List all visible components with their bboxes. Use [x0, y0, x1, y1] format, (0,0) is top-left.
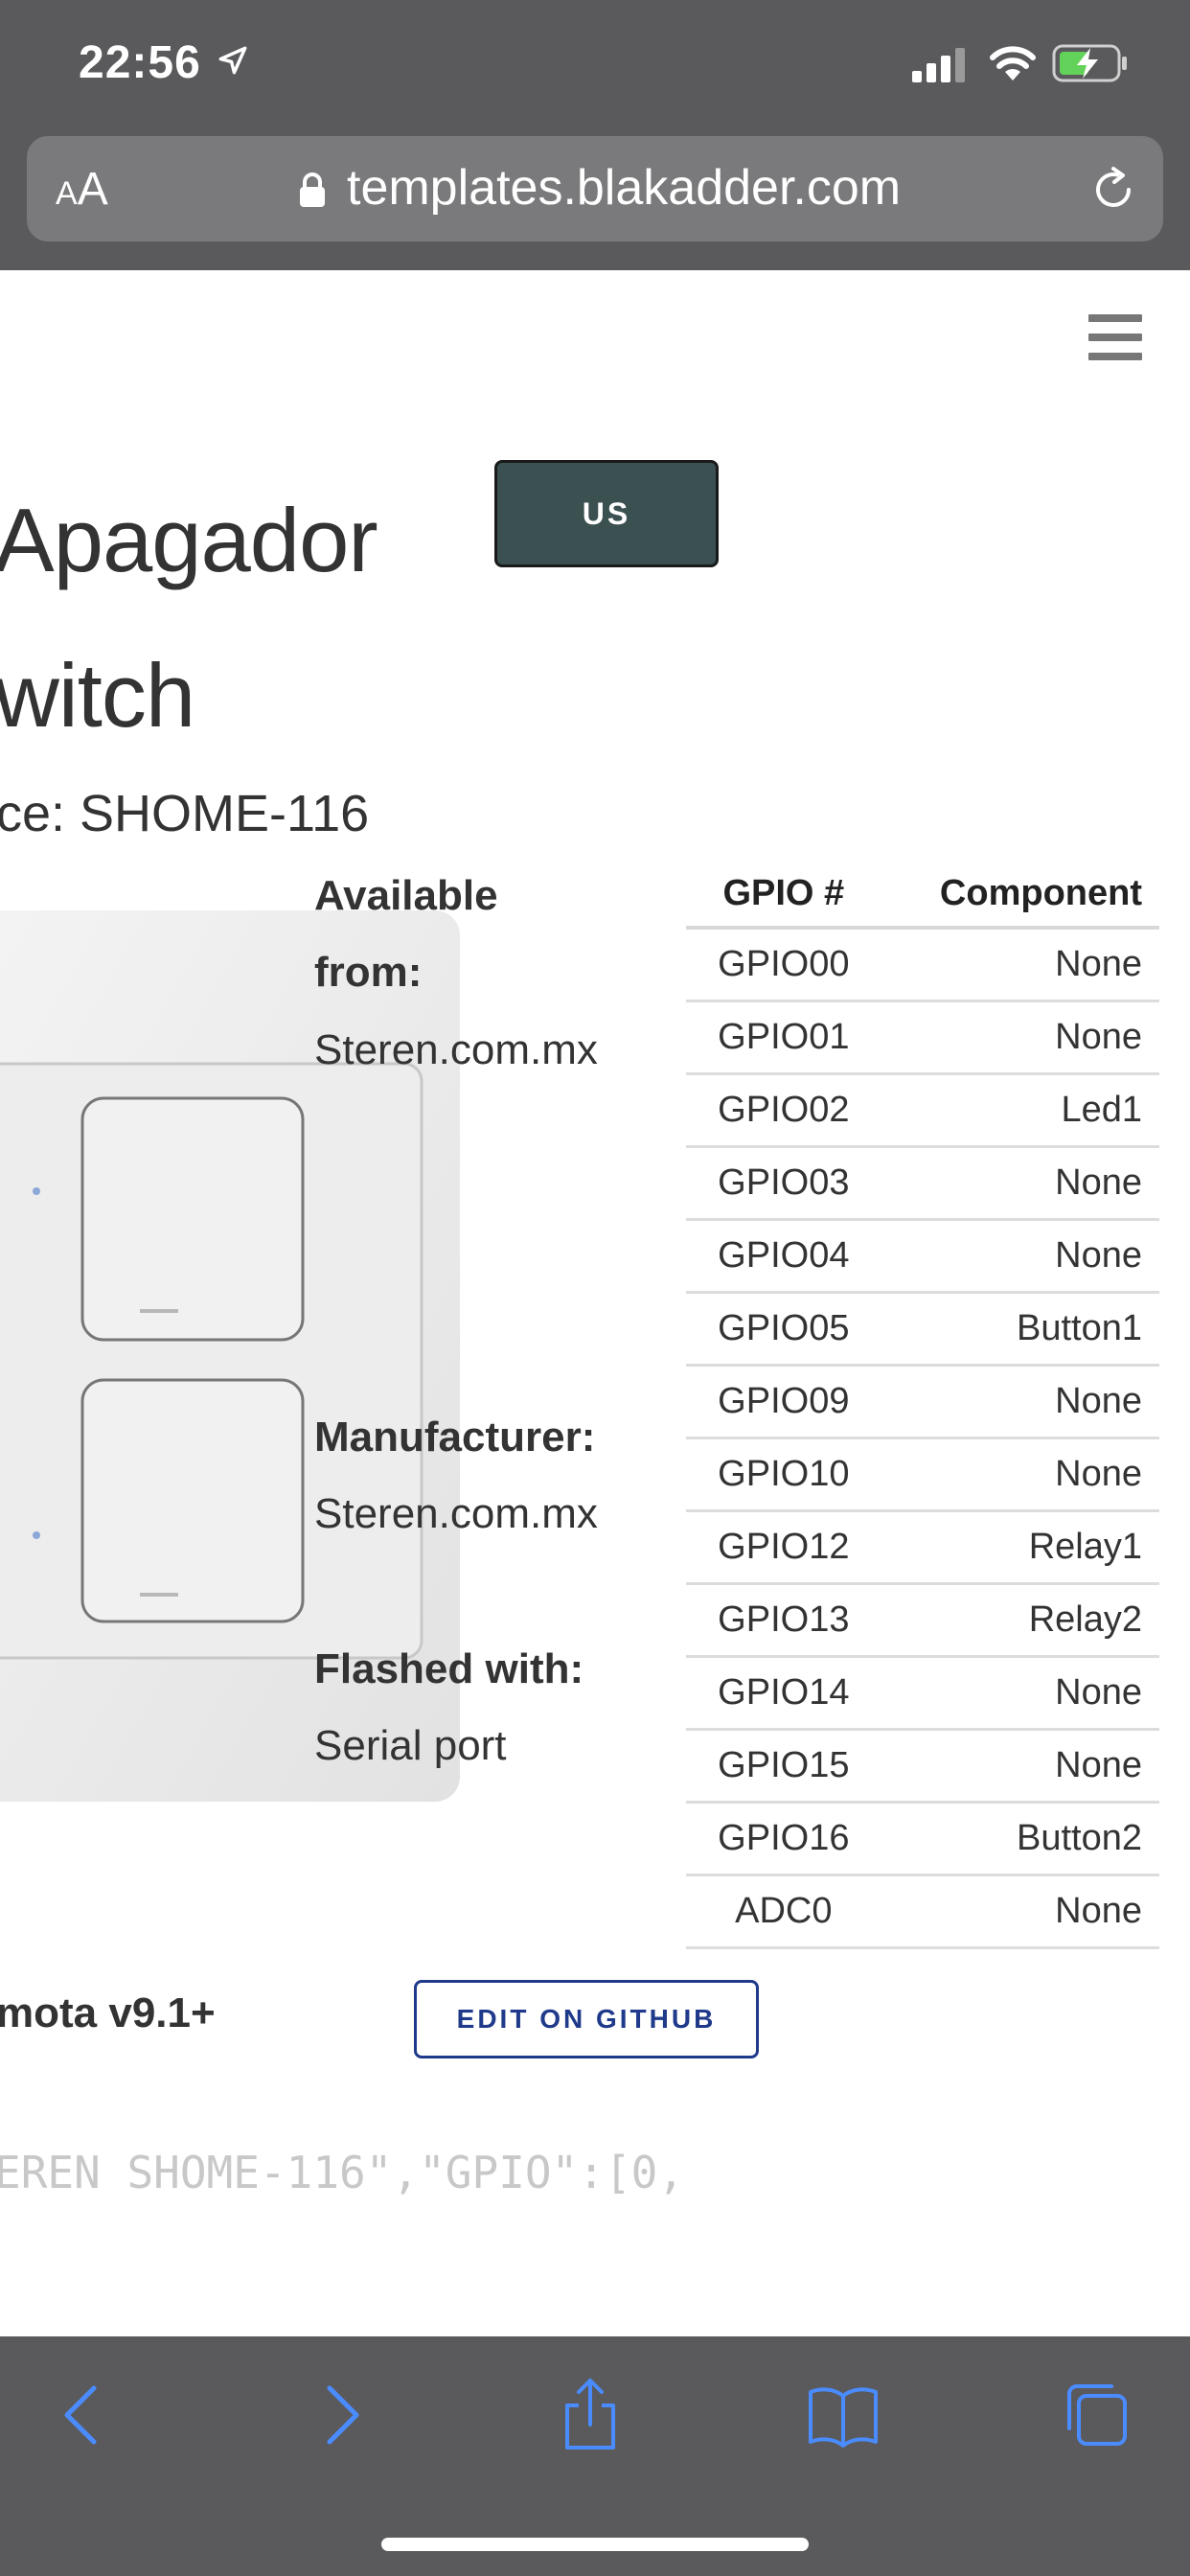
- gpio-cell: ADC0: [686, 1874, 881, 1949]
- flashed-with-value: Serial port: [314, 1722, 507, 1769]
- available-from-label: Available from:: [314, 872, 498, 996]
- gpio-table-header: GPIO # Component: [686, 861, 1159, 930]
- reload-icon[interactable]: [1088, 165, 1138, 215]
- edit-on-github-button[interactable]: EDIT ON GITHUB: [414, 1980, 759, 2058]
- gpio-cell: GPIO02: [686, 1073, 881, 1148]
- gpio-cell: GPIO05: [686, 1292, 881, 1367]
- component-cell: None: [881, 1874, 1159, 1949]
- component-cell: None: [881, 1365, 1159, 1439]
- gpio-cell: GPIO00: [686, 928, 881, 1002]
- manufacturer-label: Manufacturer:: [314, 1414, 596, 1460]
- component-cell: Relay2: [881, 1583, 1159, 1658]
- battery-charging-icon: [1052, 44, 1127, 82]
- gpio-cell: GPIO03: [686, 1146, 881, 1221]
- component-column-header: Component: [881, 861, 1159, 930]
- firmware-version: mota v9.1+: [0, 1990, 216, 2036]
- component-cell: None: [881, 1729, 1159, 1804]
- available-from-value[interactable]: Steren.com.mx: [314, 1026, 598, 1073]
- gpio-cell: GPIO15: [686, 1729, 881, 1804]
- text-size-small-label: A: [56, 175, 78, 212]
- gpio-cell: GPIO14: [686, 1656, 881, 1731]
- component-cell: None: [881, 928, 1159, 1002]
- forward-icon[interactable]: [301, 2377, 378, 2453]
- page-title-line-2: witch: [0, 645, 195, 746]
- wifi-icon: [990, 46, 1036, 80]
- component-cell: None: [881, 1438, 1159, 1512]
- component-cell: None: [881, 1146, 1159, 1221]
- lock-icon: [300, 172, 325, 207]
- template-code-snippet[interactable]: EREN SHOME-116","GPIO":[0,: [0, 2147, 685, 2198]
- browser-bottom-toolbar: [0, 2336, 1190, 2576]
- component-cell: None: [881, 1219, 1159, 1294]
- gpio-cell: GPIO01: [686, 1000, 881, 1075]
- component-cell: None: [881, 1656, 1159, 1731]
- location-arrow-icon: [218, 46, 247, 75]
- back-icon[interactable]: [46, 2377, 123, 2453]
- component-cell: Button1: [881, 1292, 1159, 1367]
- gpio-cell: GPIO13: [686, 1583, 881, 1658]
- text-size-large-label: A: [77, 164, 108, 215]
- component-cell: Button2: [881, 1802, 1159, 1876]
- cellular-signal-icon: [912, 48, 965, 82]
- component-cell: Led1: [881, 1073, 1159, 1148]
- gpio-cell: GPIO09: [686, 1365, 881, 1439]
- text-size-button[interactable]: AA: [56, 163, 108, 216]
- gpio-cell: GPIO10: [686, 1438, 881, 1512]
- device-reference: ce: SHOME-116: [0, 785, 370, 842]
- gpio-cell: GPIO16: [686, 1802, 881, 1876]
- component-cell: None: [881, 1000, 1159, 1075]
- hamburger-menu-icon[interactable]: [1088, 314, 1142, 364]
- component-cell: Relay1: [881, 1510, 1159, 1585]
- tabs-icon[interactable]: [1058, 2377, 1134, 2453]
- gpio-column-header: GPIO #: [686, 861, 881, 930]
- address-bar[interactable]: [27, 136, 1163, 242]
- url-text[interactable]: templates.blakadder.com: [347, 160, 902, 216]
- device-photo: [0, 910, 479, 1811]
- status-time: 22:56: [79, 37, 201, 88]
- manufacturer-value[interactable]: Steren.com.mx: [314, 1490, 598, 1537]
- region-us-button[interactable]: US: [494, 460, 719, 567]
- gpio-cell: GPIO04: [686, 1219, 881, 1294]
- gpio-cell: GPIO12: [686, 1510, 881, 1585]
- flashed-with-label: Flashed with:: [314, 1645, 584, 1692]
- share-icon[interactable]: [552, 2377, 629, 2453]
- page-title-line-1: Apagador: [0, 490, 378, 590]
- bookmarks-icon[interactable]: [805, 2377, 881, 2453]
- home-indicator[interactable]: [381, 2538, 809, 2551]
